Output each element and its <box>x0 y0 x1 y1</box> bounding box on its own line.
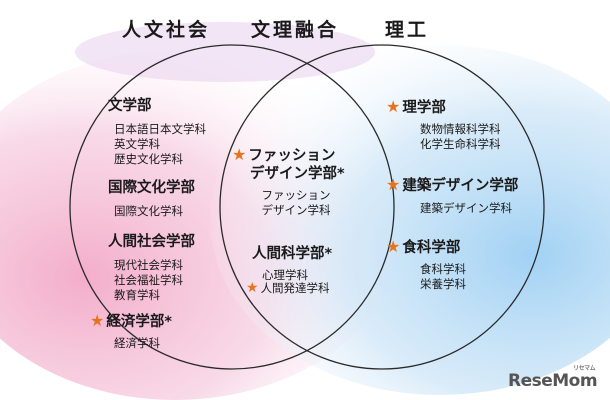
science-background <box>210 45 610 395</box>
faculty-food-science-label: 食科学部 <box>402 240 461 256</box>
dept-social-welfare: 社会福祉学科 <box>114 273 183 287</box>
faculty-literature: 文学部 <box>108 98 152 114</box>
faculty-economics: ★経済学部* <box>90 311 172 331</box>
heading-humanities: 人文社会 <box>122 19 211 41</box>
faculty-intl-culture: 国際文化学部 <box>108 180 195 196</box>
star-icon: ★ <box>232 145 247 164</box>
resemom-logo: ReseMom リセマム <box>508 365 598 392</box>
faculty-economics-label: 経済学部* <box>106 314 172 330</box>
dept-education: 教育学科 <box>114 288 160 302</box>
dept-nutrition: 栄養学科 <box>420 277 466 291</box>
faculty-science: ★理学部 <box>386 97 446 117</box>
faculty-human-society: 人間社会学部 <box>108 234 195 250</box>
faculty-fashion-design-label1: ファッション <box>248 148 336 164</box>
left-circle <box>69 44 395 370</box>
faculty-architecture: ★建築デザイン学部 <box>386 175 519 195</box>
faculty-food-science: ★食科学部 <box>386 237 461 257</box>
dept-economics: 経済学科 <box>114 336 160 350</box>
dept-architecture-design: 建築デザイン学科 <box>420 201 512 215</box>
faculty-architecture-label: 建築デザイン学部 <box>402 178 519 194</box>
dept-fashion-design-line1: ファッション <box>261 188 331 202</box>
star-icon: ★ <box>386 237 401 256</box>
logo-text: ReseMom <box>508 371 598 391</box>
heading-interdisciplinary: 文理融合 <box>251 19 340 41</box>
dept-english-literature: 英文学科 <box>114 137 160 151</box>
faculty-fashion-design-line1: ★ファッション <box>232 145 336 165</box>
faculty-fashion-design-line2: デザイン学部* <box>250 166 345 182</box>
faculty-human-science: 人間科学部* <box>252 246 333 262</box>
dept-human-development: 人間発達学科 <box>260 281 330 295</box>
dept-modern-society: 現代社会学科 <box>114 258 183 272</box>
dept-fashion-design-line2: デザイン学科 <box>261 203 331 217</box>
dept-psychology: 心理学科 <box>262 268 308 282</box>
dept-japanese-literature: 日本語日本文学科 <box>114 122 206 136</box>
dept-chem-life: 化学生命科学科 <box>420 137 501 151</box>
right-circle <box>219 44 545 370</box>
dept-intl-culture: 国際文化学科 <box>114 204 183 218</box>
dept-human-development-row: ★人間発達学科 <box>246 281 330 296</box>
dept-history-culture: 歴史文化学科 <box>114 152 183 166</box>
star-icon: ★ <box>386 97 401 116</box>
logo-subtext: リセマム <box>573 365 596 372</box>
star-icon: ★ <box>90 311 105 330</box>
star-icon: ★ <box>386 175 401 194</box>
dept-food-science: 食科学科 <box>420 262 466 276</box>
faculty-science-label: 理学部 <box>402 100 446 116</box>
heading-science: 理工 <box>385 19 430 41</box>
dept-math-physics-info: 数物情報科学科 <box>420 122 501 136</box>
star-icon: ★ <box>246 280 259 296</box>
